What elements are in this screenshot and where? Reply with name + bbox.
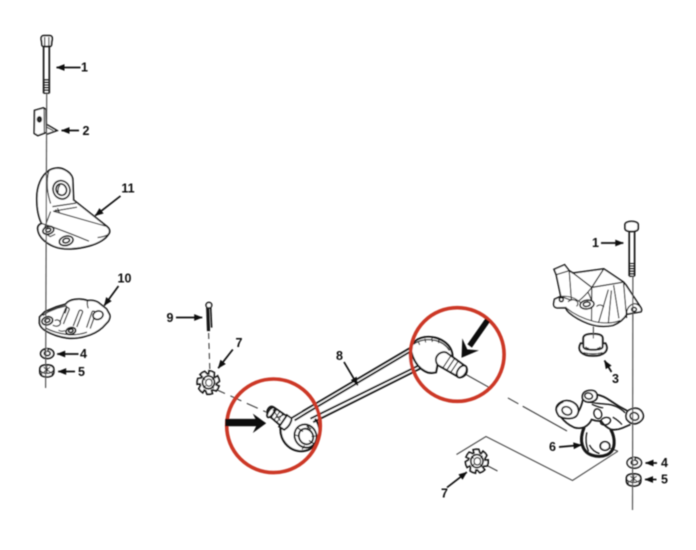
svg-text:1: 1 (81, 61, 88, 75)
svg-text:4: 4 (80, 347, 87, 361)
svg-text:6: 6 (549, 440, 556, 454)
svg-text:2: 2 (83, 124, 90, 138)
svg-text:11: 11 (121, 182, 134, 196)
svg-text:7: 7 (441, 487, 448, 501)
svg-text:4: 4 (661, 456, 668, 470)
svg-text:9: 9 (167, 311, 174, 325)
svg-text:5: 5 (661, 473, 668, 487)
svg-text:1: 1 (592, 236, 599, 250)
svg-text:7: 7 (236, 336, 243, 350)
svg-text:10: 10 (118, 271, 132, 285)
svg-text:3: 3 (612, 372, 619, 386)
svg-text:8: 8 (336, 349, 343, 363)
svg-text:5: 5 (78, 365, 85, 379)
